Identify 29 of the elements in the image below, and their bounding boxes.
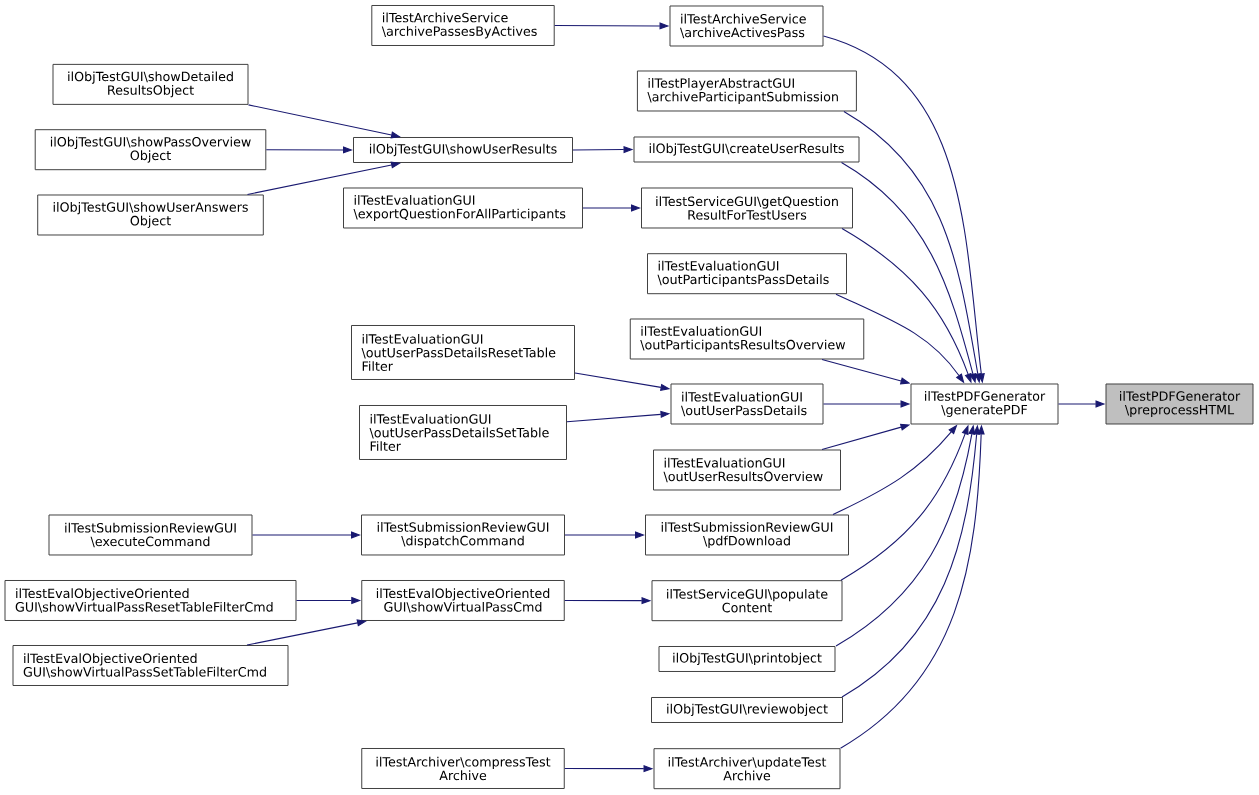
function-box: ilTestSubmissionReviewGUI \dispatchCommand (361, 514, 565, 556)
function-box: ilTestEvaluationGUI \outParticipantsPassDetails (647, 253, 847, 295)
function-box: ilTestEvaluationGUI \exportQuestionForAllParticipants (343, 187, 583, 229)
function-box: ilObjTestGUI\showUserResults (353, 137, 573, 163)
function-box: ilTestPlayerAbstractGUI \archiveParticipantSubmission (636, 70, 857, 112)
function-box: ilTestSubmissionReviewGUI \pdfDownload (645, 514, 849, 556)
function-box: ilTestArchiver\updateTest Archive (653, 748, 841, 790)
function-box: ilTestServiceGUI\populate Content (651, 580, 843, 622)
function-box: ilTestServiceGUI\getQuestion ResultForTestUsers (641, 187, 853, 229)
function-box: ilTestArchiveService \archivePassesByActives (371, 5, 555, 46)
function-box: ilTestEvalObjectiveOriented GUI\showVirtualPassResetTableFilterCmd (4, 580, 297, 621)
function-box: ilTestEvaluationGUI \outUserPassDetailsResetTable Filter (351, 325, 575, 380)
function-box: ilObjTestGUI\reviewobject (651, 697, 843, 723)
function-box: ilObjTestGUI\showUserAnswers Object (37, 194, 264, 236)
function-box: ilObjTestGUI\showPassOverview Object (34, 129, 267, 171)
function-box: ilObjTestGUI\printobject (658, 646, 836, 672)
function-box: ilObjTestGUI\createUserResults (633, 136, 860, 163)
function-box: ilObjTestGUI\showDetailed ResultsObject (52, 63, 249, 105)
function-box: ilTestEvaluationGUI \outParticipantsResultsOverview (629, 318, 865, 360)
function-box: ilTestEvalObjectiveOriented GUI\showVirtualPassSetTableFilterCmd (12, 645, 289, 686)
function-box: ilTestEvaluationGUI \outUserResultsOverview (653, 449, 841, 491)
highlighted-function-box: ilTestPDFGenerator \preprocessHTML (1105, 383, 1254, 425)
function-box: ilTestArchiver\compressTest Archive (361, 748, 565, 789)
function-box: ilTestArchiveService \archiveActivesPass (669, 5, 824, 47)
function-box: ilTestSubmissionReviewGUI \executeCommand (48, 514, 253, 556)
function-box: ilTestEvalObjectiveOriented GUI\showVirtualPassCmd (361, 580, 565, 621)
function-box: ilTestEvaluationGUI \outUserPassDetails (670, 383, 824, 425)
function-box: ilTestPDFGenerator \generatePDF (910, 383, 1059, 425)
function-box: ilTestEvaluationGUI \outUserPassDetailsSetTable Filter (359, 405, 567, 460)
